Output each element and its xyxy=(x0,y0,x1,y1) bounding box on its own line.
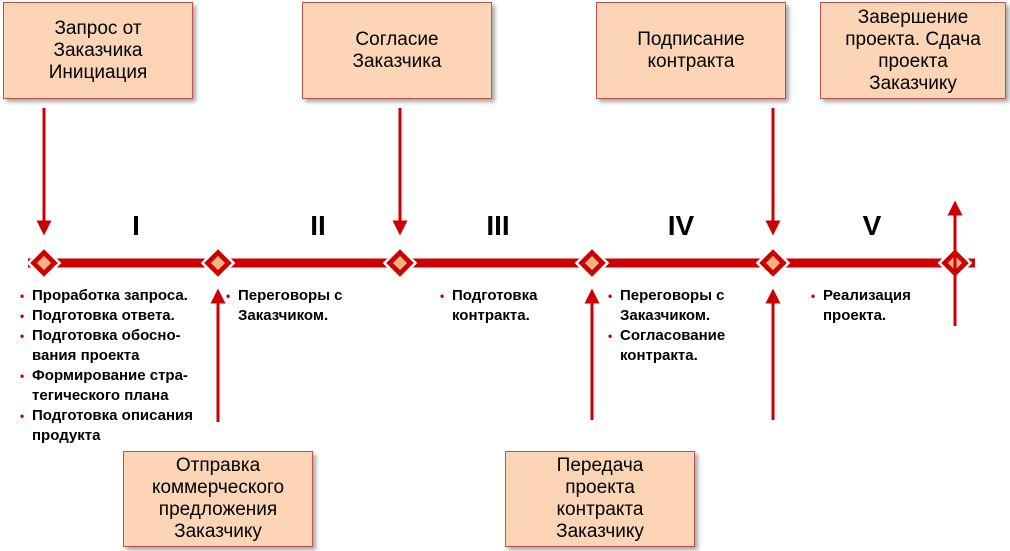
note-item: Проработка запроса. xyxy=(20,286,225,306)
note-item: Подготовка обосно- вания проекта xyxy=(20,326,225,366)
milestone-box-agreement: Согласие Заказчика xyxy=(302,2,492,99)
diamond-5 xyxy=(755,245,791,281)
phase-notes-4: Переговоры с Заказчиком. Согласование ко… xyxy=(608,286,768,366)
phase-notes-5: Реализация проекта. xyxy=(811,286,951,326)
milestone-box-offer: Отправка коммерческого предложения Заказ… xyxy=(123,451,313,547)
note-item: Переговоры с Заказчиком. xyxy=(608,286,768,326)
milestone-box-transfer: Передача проекта контракта Заказчику xyxy=(505,451,695,547)
diamond-3 xyxy=(382,245,418,281)
diamond-2 xyxy=(200,245,236,281)
arrows-down xyxy=(36,108,781,236)
note-item: Подготовка контракта. xyxy=(440,286,590,326)
note-item: Подготовка описания продукта xyxy=(20,406,225,446)
note-item: Подготовка ответа. xyxy=(20,306,225,326)
phase-label-4: IV xyxy=(667,210,695,241)
phase-label-3: III xyxy=(486,210,510,241)
diamond-1 xyxy=(26,245,62,281)
note-item: Переговоры с Заказчиком. xyxy=(226,286,386,326)
milestone-box-request: Запрос от Заказчика Инициация xyxy=(3,2,193,99)
phase-label-1: I xyxy=(132,210,140,241)
milestone-box-completion: Завершение проекта. Сдача проекта Заказч… xyxy=(820,2,1006,99)
phase-notes-2: Переговоры с Заказчиком. xyxy=(226,286,386,326)
phase-notes-3: Подготовка контракта. xyxy=(440,286,590,326)
diamond-4 xyxy=(574,245,610,281)
phase-notes-1: Проработка запроса. Подготовка ответа. П… xyxy=(20,286,225,446)
phase-label-5: V xyxy=(862,210,882,241)
phase-label-2: II xyxy=(310,210,326,241)
note-item: Реализация проекта. xyxy=(811,286,951,326)
note-item: Формирование стра- тегического плана xyxy=(20,366,225,406)
note-item: Согласование контракта. xyxy=(608,326,768,366)
milestone-box-signing: Подписание контракта xyxy=(596,2,786,99)
